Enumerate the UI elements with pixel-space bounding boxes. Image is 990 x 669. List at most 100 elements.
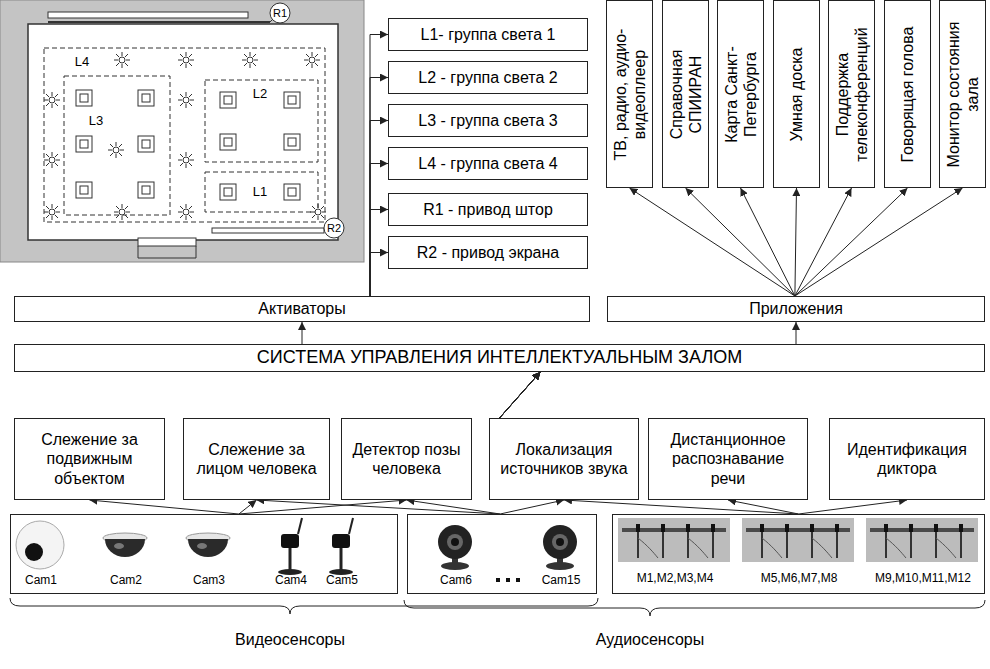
box-label: Поддержка телеконференций: [829, 3, 874, 185]
group-box: Приложения: [607, 296, 985, 322]
connector-arrow: [500, 372, 541, 418]
sensor-label: Cam2: [110, 574, 142, 587]
sensor-label: M9,M10,M11,M12: [875, 572, 971, 585]
connector-arrow: [686, 188, 795, 296]
lamp: [44, 152, 60, 168]
dome-camera: [186, 533, 230, 557]
application-box: Справочная СПИИРАН: [662, 0, 709, 188]
box-label: L1- группа света 1: [389, 25, 587, 44]
panel: [220, 92, 236, 108]
box-label: Справочная СПИИРАН: [663, 3, 708, 185]
zone-l2: [205, 80, 318, 162]
box-label: Слежение за подвижным объектом: [15, 430, 164, 488]
connector-arrow: [795, 188, 963, 296]
connector-arrow: [370, 35, 388, 297]
module-box: Слежение за лицом человека: [183, 418, 330, 500]
sensor-label: Cam5: [326, 574, 358, 587]
actuator-box: L3 - группа света 3: [388, 104, 588, 137]
plan-label: L4: [75, 55, 89, 69]
connector-arrow: [500, 372, 541, 418]
application-box: Карта Санкт- Петербурга: [717, 0, 764, 188]
box-label: Карта Санкт- Петербурга: [718, 3, 763, 185]
screen: [212, 228, 324, 233]
sensor-label: Cam15: [542, 574, 581, 587]
sensor-label: Cam6: [440, 574, 472, 587]
stand-camera: [278, 518, 302, 575]
lamp: [178, 204, 194, 220]
connector-arrow: [795, 188, 852, 296]
panel: [284, 184, 300, 200]
module-box: Слежение за подвижным объектом: [14, 418, 165, 500]
application-box: Монитор состояния зала: [939, 0, 986, 188]
sensor-class-label: Аудиосенсоры: [596, 631, 704, 649]
connector-arrow: [90, 500, 239, 514]
connector-arrow: [741, 188, 795, 296]
box-label: R1 - привод штор: [389, 200, 587, 219]
ellipsis-dot: [516, 578, 520, 582]
box-label: Детектор позы человека: [342, 440, 471, 478]
video-bracket: [10, 598, 598, 614]
lamp: [178, 92, 194, 108]
microphone-array: [618, 518, 730, 562]
module-box: Идентификация диктора: [829, 418, 985, 500]
plan-label: L1: [253, 185, 267, 199]
plan-label: L3: [89, 114, 103, 128]
ellipsis-dot: [496, 578, 500, 582]
sensor-label: M5,M6,M7,M8: [761, 572, 838, 585]
lamp: [44, 92, 60, 108]
panel: [76, 90, 92, 106]
box-label: L4 - группа света 4: [389, 154, 587, 173]
sensor-group: Cam1Cam2Cam3Cam4Cam5: [10, 514, 398, 594]
connector-arrow: [370, 121, 388, 297]
application-box: Говорящая голова: [884, 0, 931, 188]
module-box: Дистанционное распознавание речи: [648, 418, 808, 500]
plan-label: R2: [327, 222, 341, 234]
box-label: Умная доска: [774, 3, 819, 185]
module-box: Локализация источников звука: [489, 418, 639, 500]
box-label: L2 - группа света 2: [389, 68, 587, 87]
connector-arrow: [500, 372, 541, 418]
door: [138, 238, 196, 246]
camera-body: [16, 521, 64, 569]
application-box: ТВ, радио, аудио- видеоплеер: [606, 0, 653, 188]
box-label: Приложения: [608, 299, 984, 318]
connector-arrow: [500, 372, 541, 418]
actuator-box: R2 - привод экрана: [388, 236, 588, 269]
sensor-class-label: Видеосенсоры: [235, 631, 345, 649]
actuator-box: L2 - группа света 2: [388, 61, 588, 94]
panel: [220, 134, 236, 150]
plan-label: L2: [253, 87, 267, 101]
connector-arrow: [795, 188, 908, 296]
drive-circle: [270, 3, 290, 23]
webcam: [438, 525, 472, 570]
sensor-group: Cam6 Cam15: [407, 514, 597, 594]
lamp: [108, 142, 124, 158]
box-label: Локализация источников звука: [490, 440, 638, 478]
connector-arrow: [407, 500, 501, 514]
connector-arrow: [728, 500, 799, 514]
panel: [220, 184, 236, 200]
plan-ground: [0, 0, 364, 262]
sensor-group: M1,M2,M3,M4 M5,M6,M7,M8 M9,M10,M11,M12: [612, 514, 985, 594]
sensor-label: Cam3: [193, 574, 225, 587]
microphone-array: [866, 518, 978, 562]
connector-arrow: [564, 500, 799, 514]
actuator-box: R1 - привод штор: [388, 193, 588, 226]
window: [48, 12, 248, 18]
box-label: Монитор состояния зала: [940, 3, 985, 185]
panel: [138, 136, 154, 152]
sensor-label: M1,M2,M3,M4: [637, 572, 714, 585]
box-label: Активаторы: [15, 299, 589, 318]
box-label: ТВ, радио, аудио- видеоплеер: [607, 3, 652, 185]
zone-l4: [44, 48, 325, 222]
audio-bracket: [404, 600, 985, 616]
curtain: [48, 21, 270, 23]
module-box: Детектор позы человека: [341, 418, 472, 500]
connector-arrow: [370, 253, 388, 297]
microphone-array: [742, 518, 854, 562]
lamp: [178, 152, 194, 168]
sensor-label: Cam1: [25, 574, 57, 587]
zone-l3: [64, 76, 170, 215]
connector-arrow: [796, 322, 797, 344]
